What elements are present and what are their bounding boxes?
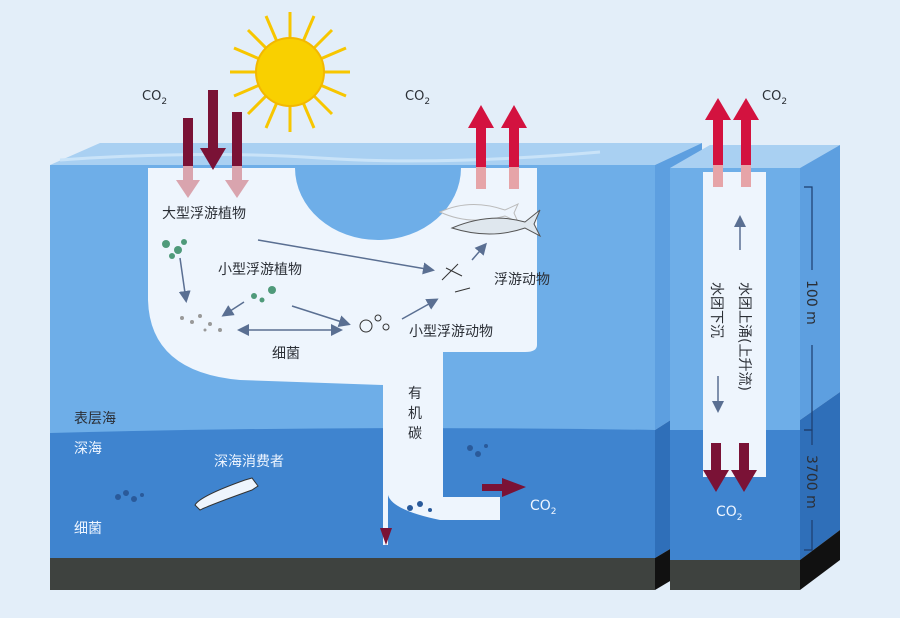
- column-top: [670, 145, 840, 168]
- column-side-deep: [800, 392, 840, 560]
- deep-sea-consumer-icon: [194, 477, 259, 511]
- detritus-icon: [180, 314, 222, 332]
- label-organic-carbon-2: 机: [408, 406, 422, 422]
- small-zooplankton-icon: [359, 314, 390, 333]
- sun-icon: [230, 12, 350, 132]
- co2-label-downwelling: CO2: [716, 504, 743, 523]
- label-deep-consumers: 深海消费者: [214, 454, 284, 470]
- deep-bacteria-icon: [115, 444, 488, 512]
- label-bacteria-deep: 细菌: [74, 521, 102, 537]
- label-upwelling: 水团上涌(上升流): [736, 282, 752, 391]
- depth-label-3700m: 3700 m: [803, 455, 819, 509]
- label-surface-ocean: 表层海: [74, 411, 116, 427]
- food-web-region: [148, 168, 537, 545]
- co2-absorption-arrows: [176, 90, 249, 198]
- co2-label-upwelling: CO2: [762, 89, 787, 107]
- co2-label-atmosphere-mid: CO2: [405, 89, 430, 107]
- wave: [59, 150, 601, 163]
- label-organic-carbon-1: 有: [408, 386, 422, 402]
- label-bacteria-surface: 细菌: [272, 346, 300, 362]
- co2-label-deep: CO2: [530, 498, 557, 517]
- downwelling-co2-arrows: [703, 443, 757, 492]
- upwelling-co2-arrows: [705, 98, 759, 187]
- depth-label-100m: 100 m: [803, 280, 819, 325]
- column-sediment-side: [800, 530, 840, 590]
- small-phytoplankton-icon: [251, 286, 276, 303]
- sediment-layer: [50, 558, 655, 590]
- deep-ocean-layer: [50, 428, 655, 558]
- fish-icon: [438, 202, 542, 238]
- sinking-carbon-arrow: [380, 528, 392, 545]
- label-small-zooplankton: 小型浮游动物: [409, 324, 493, 340]
- label-downwelling: 水团下沉: [708, 282, 724, 338]
- label-macro-phytoplankton: 大型浮游植物: [162, 206, 246, 222]
- label-zooplankton: 浮游动物: [494, 272, 550, 288]
- label-deep-ocean: 深海: [74, 441, 102, 457]
- water-column-block: [670, 145, 840, 590]
- zooplankton-icon: [441, 263, 471, 293]
- depth-scale: [804, 186, 813, 551]
- deep-respiration-co2-arrow: [482, 478, 526, 497]
- column-sediment: [670, 560, 800, 590]
- co2-release-arrows: [468, 105, 527, 189]
- food-web-arrows: [178, 215, 746, 413]
- co2-label-atmosphere-left: CO2: [142, 89, 167, 107]
- macro-phytoplankton-icon: [162, 239, 187, 259]
- label-organic-carbon-3: 碳: [408, 426, 422, 442]
- column-side: [800, 145, 840, 420]
- label-small-phytoplankton: 小型浮游植物: [218, 262, 302, 278]
